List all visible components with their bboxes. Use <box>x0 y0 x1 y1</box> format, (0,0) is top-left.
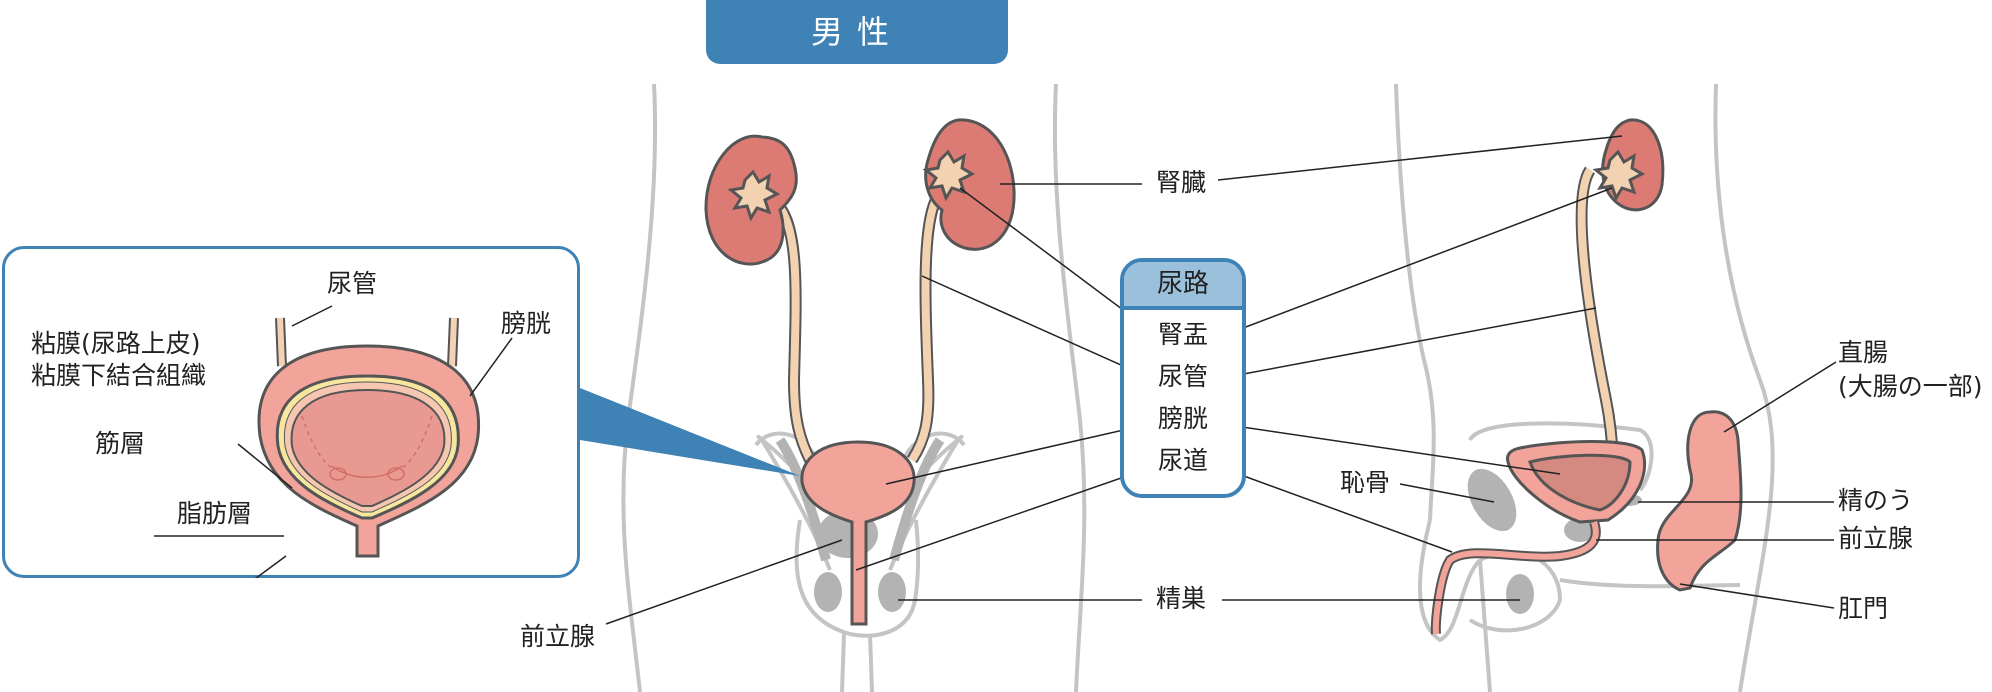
side-bladder <box>1430 440 1647 635</box>
label-kidney: 腎臓 <box>1156 168 1207 197</box>
legend-item-ureter: 尿管 <box>1157 362 1208 391</box>
front-kidneys <box>704 118 1016 266</box>
urinary-tract-legend: 尿路 腎盂 尿管 膀胱 尿道 <box>1120 258 1246 498</box>
zoom-wedge <box>580 388 800 476</box>
front-ureters <box>773 182 950 464</box>
label-anus: 肛門 <box>1838 594 1889 623</box>
page-title: 男性 <box>706 0 1008 64</box>
inset-label-ureter: 尿管 <box>327 269 378 298</box>
side-rectum <box>1656 410 1743 592</box>
legend-item-urethra: 尿道 <box>1157 446 1208 475</box>
bladder-cross-section-inset: 尿管 膀胱 粘膜(尿路上皮) 粘膜下結合組織 筋層 脂肪層 <box>2 246 580 578</box>
inset-label-muscle-layer: 筋層 <box>95 429 146 458</box>
legend-item-renal-pelvis: 腎盂 <box>1157 320 1208 349</box>
inset-label-fat-layer: 脂肪層 <box>177 499 253 528</box>
leader-lines <box>605 135 1837 625</box>
legend-header: 尿路 <box>1124 262 1242 310</box>
label-prostate-front: 前立腺 <box>520 622 596 651</box>
inset-label-submucosa: 粘膜下結合組織 <box>31 361 207 390</box>
label-rectum-note: (大腸の一部) <box>1838 372 1983 401</box>
legend-item-bladder: 膀胱 <box>1157 404 1208 433</box>
label-pubic-bone: 恥骨 <box>1340 468 1391 497</box>
bladder-cross-section-illustration <box>154 305 513 578</box>
label-seminal-vesicle: 精のう <box>1838 486 1914 515</box>
label-rectum: 直腸 <box>1838 338 1889 367</box>
label-prostate-side: 前立腺 <box>1838 524 1914 553</box>
inset-label-mucosa: 粘膜(尿路上皮) <box>31 329 201 358</box>
label-testis: 精巣 <box>1156 584 1207 613</box>
side-body-outline <box>1394 83 1775 692</box>
inset-label-bladder: 膀胱 <box>501 309 552 338</box>
front-bladder <box>800 440 916 626</box>
